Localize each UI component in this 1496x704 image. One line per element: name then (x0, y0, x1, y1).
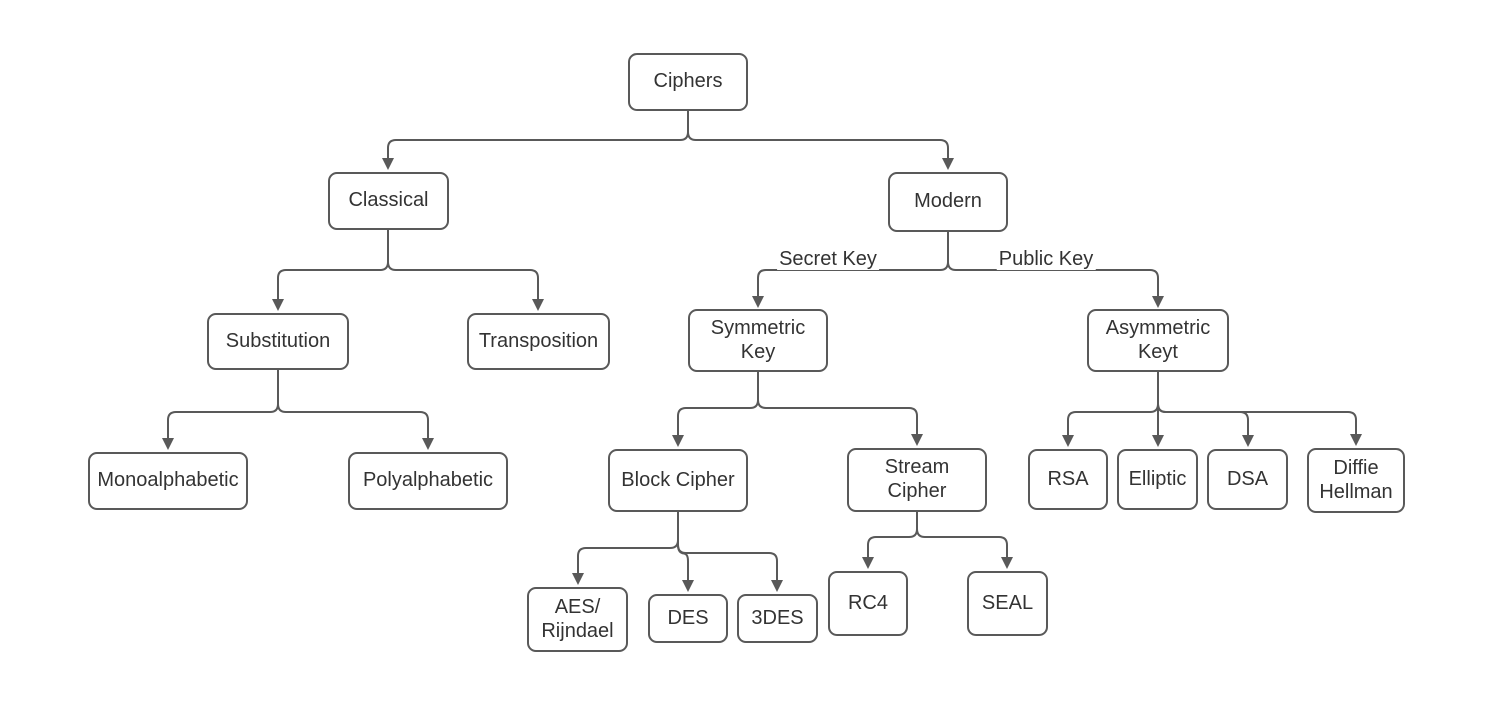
node-monoalphabetic: Monoalphabetic (88, 452, 248, 510)
edge-substitution-monoalphabetic (162, 370, 279, 450)
node-des: DES (648, 594, 728, 643)
node-modern: Modern (888, 172, 1008, 232)
node-elliptic: Elliptic (1117, 449, 1198, 510)
node-block-cipher: Block Cipher (608, 449, 748, 512)
node-ciphers: Ciphers (628, 53, 748, 111)
edge-symmetric-stream-cipher (757, 372, 923, 446)
edge-classical-transposition (387, 230, 544, 311)
edge-symmetric-block-cipher (672, 372, 759, 447)
edge-label-secret-key: Secret Key (777, 248, 879, 270)
node-diffie-hellman: Diffie Hellman (1307, 448, 1405, 513)
node-seal: SEAL (967, 571, 1048, 636)
node-3des: 3DES (737, 594, 818, 643)
edge-substitution-polyalphabetic (277, 370, 434, 450)
edge-modern-asymmetric-keyt (947, 232, 1164, 308)
edge-block-3des (677, 512, 783, 592)
node-rc4: RC4 (828, 571, 908, 636)
node-dsa: DSA (1207, 449, 1288, 510)
node-rsa: RSA (1028, 449, 1108, 510)
edge-stream-rc4 (862, 512, 918, 569)
edge-block-des (677, 512, 694, 592)
node-transposition: Transposition (467, 313, 610, 370)
edge-asymmetric-diffie-hellman (1157, 372, 1362, 446)
edge-asymmetric-dsa (1157, 372, 1254, 447)
edge-block-aes-rijndael (572, 512, 679, 585)
edge-stream-seal (916, 512, 1013, 569)
node-asymmetric-keyt: Asymmetric Keyt (1087, 309, 1229, 372)
node-stream-cipher: Stream Cipher (847, 448, 987, 512)
node-symmetric-key: Symmetric Key (688, 309, 828, 372)
node-classical: Classical (328, 172, 449, 230)
node-substitution: Substitution (207, 313, 349, 370)
edge-asymmetric-rsa (1062, 372, 1159, 447)
edge-label-public-key: Public Key (996, 248, 1096, 270)
node-aes-rijndael: AES/ Rijndael (527, 587, 628, 652)
edge-classical-substitution (272, 230, 389, 311)
node-polyalphabetic: Polyalphabetic (348, 452, 508, 510)
edge-ciphers-classical (382, 111, 689, 170)
edge-ciphers-modern (687, 111, 954, 170)
